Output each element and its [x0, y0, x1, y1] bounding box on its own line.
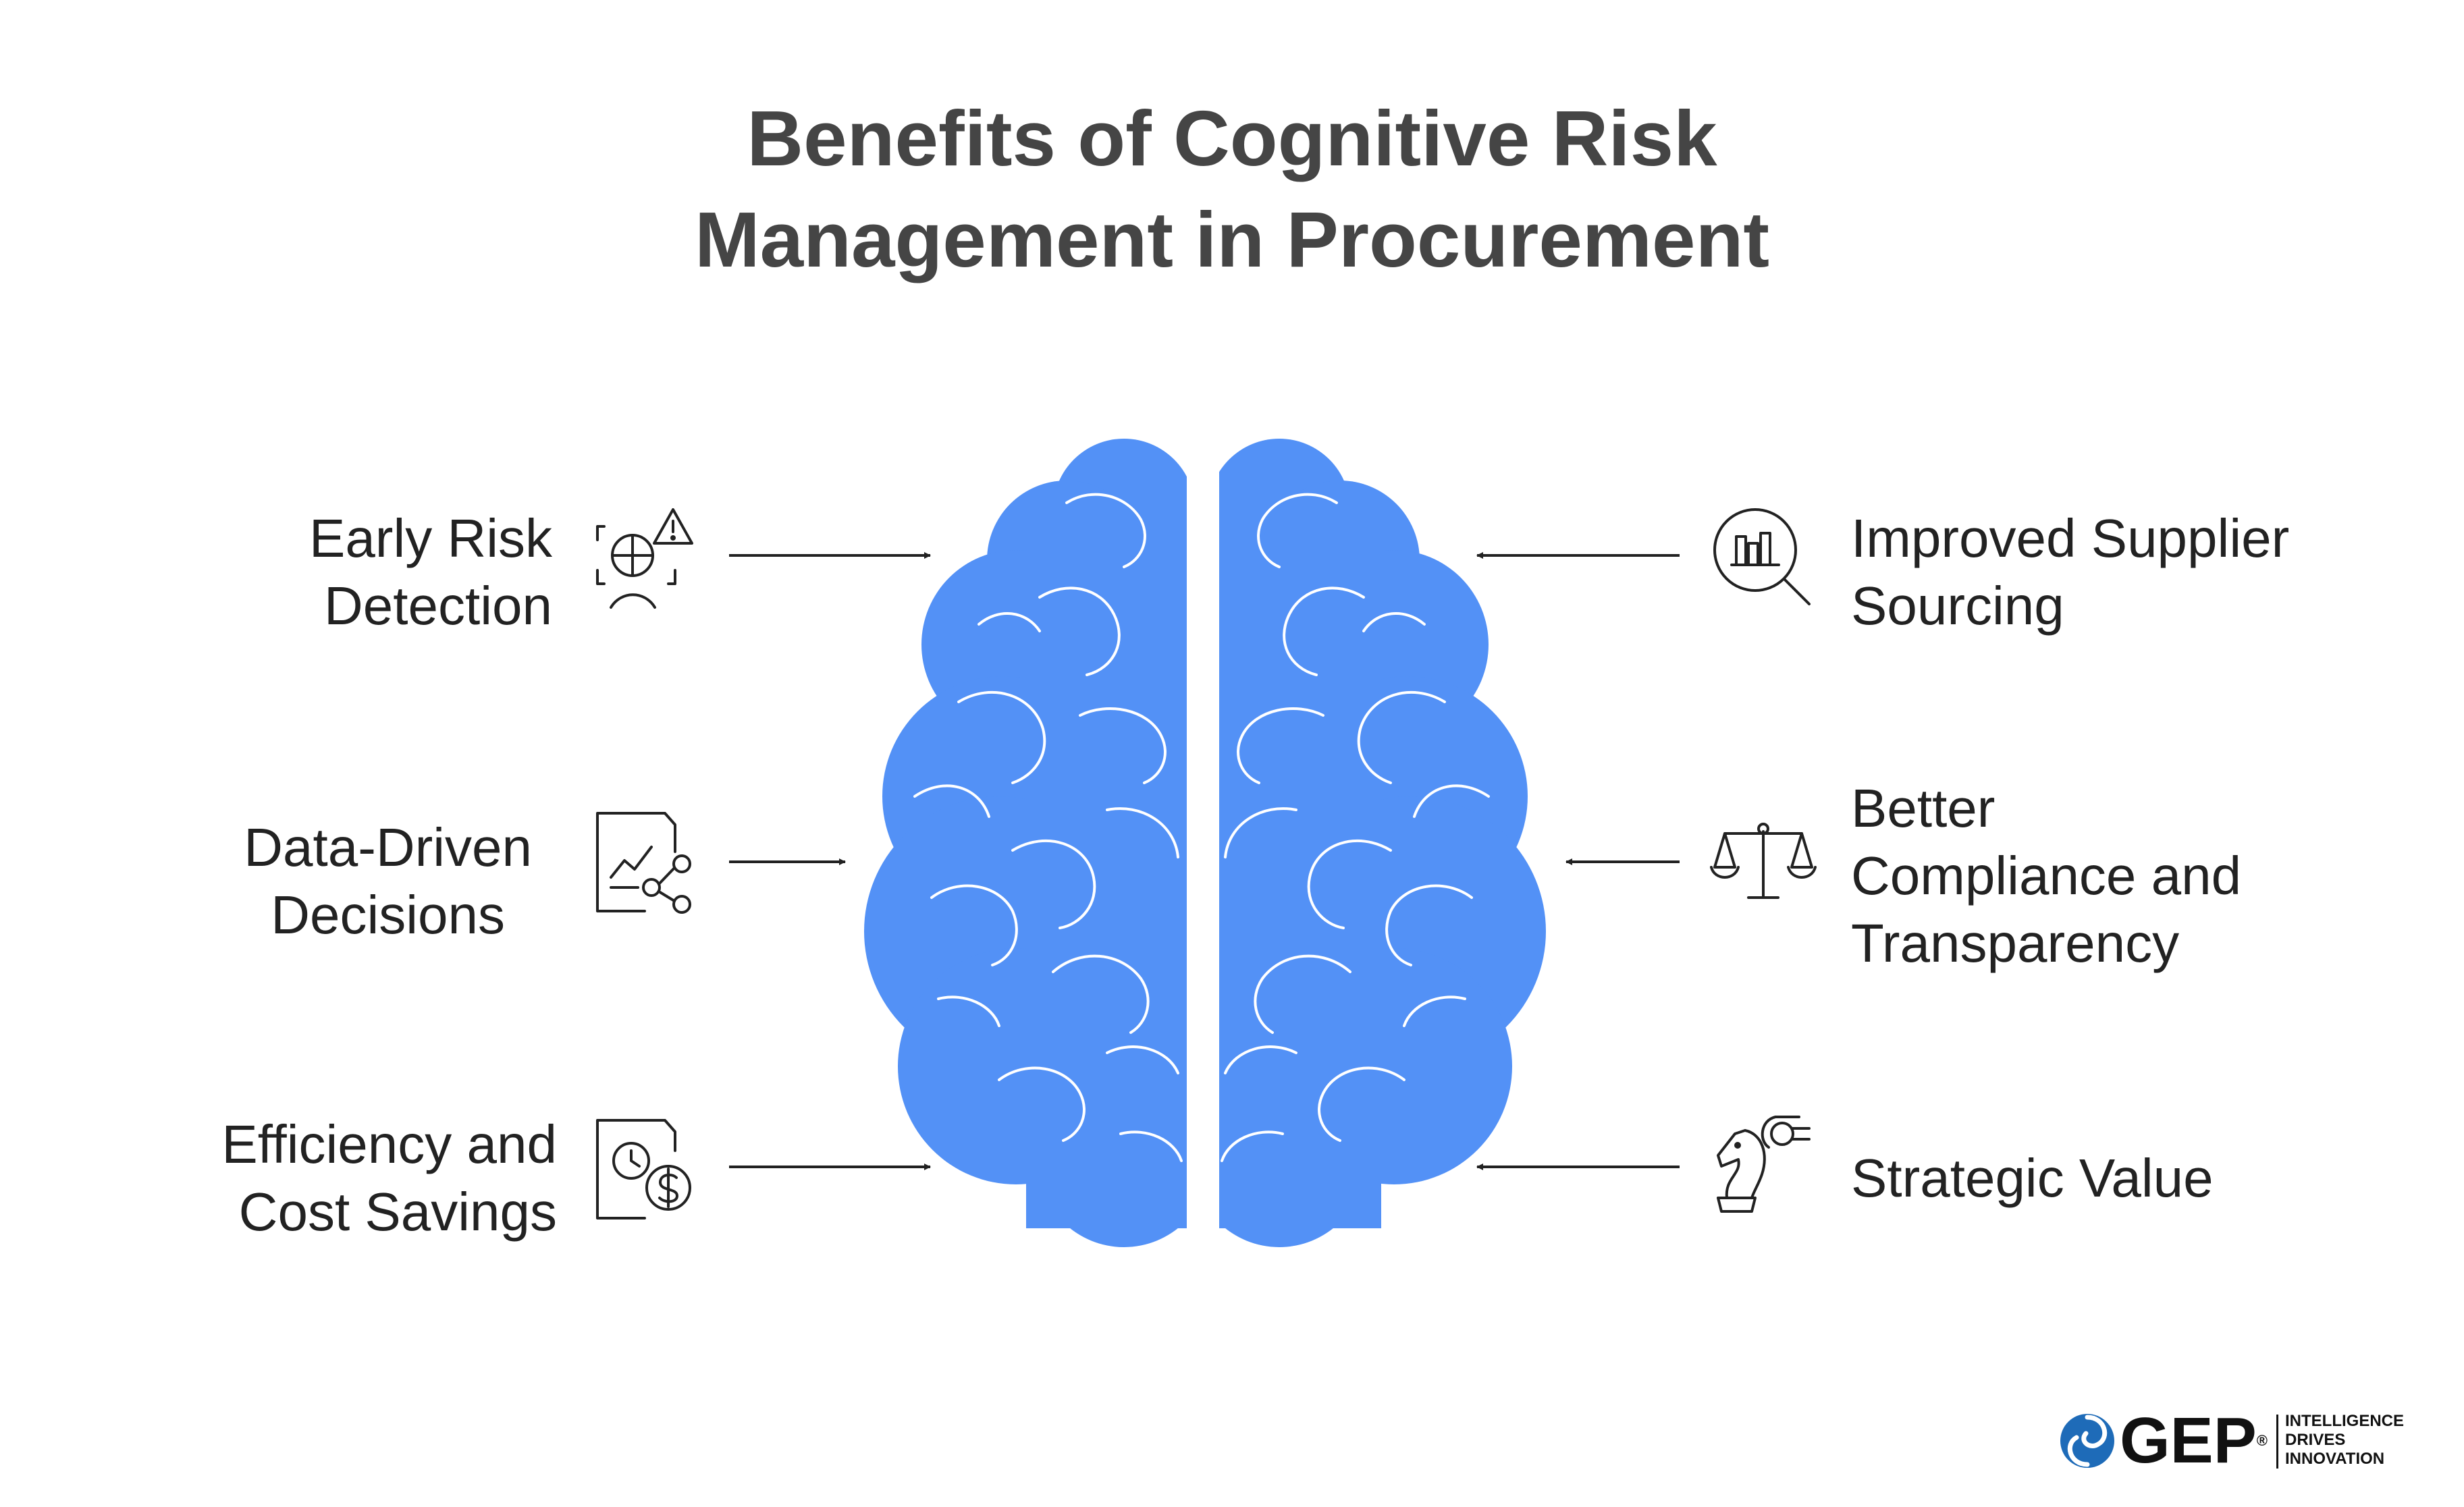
risk-detection-icon — [596, 508, 693, 609]
benefit-improved-supplier-sourcing: Improved Supplier Sourcing — [1851, 508, 2290, 636]
benefit-early-risk-detection: Early Risk Detection — [309, 508, 552, 636]
gep-swirl-logo-mark — [2060, 1414, 2114, 1468]
chess-knight-icon — [1717, 1116, 1811, 1213]
benefit-efficiency-cost-savings: Efficiency and Cost Savings — [221, 1114, 557, 1242]
title-line-2: Management in Procurement — [694, 196, 1770, 283]
connector-arrows — [729, 552, 1680, 1170]
benefit-strategic-value: Strategic Value — [1851, 1148, 2214, 1208]
scales-icon — [1710, 823, 1817, 899]
benefit-compliance-transparency: Better Compliance and Transparency — [1851, 778, 2242, 973]
gep-logo-wordmark: GEP® — [2120, 1404, 2268, 1477]
supplier-search-icon — [1713, 508, 1811, 605]
title-line-1: Benefits of Cognitive Risk — [747, 94, 1717, 182]
logo-divider — [2276, 1415, 2278, 1469]
data-chart-icon — [596, 812, 691, 914]
benefit-data-driven-decisions: Data-Driven Decisions — [244, 817, 532, 945]
brain-left-hemisphere — [864, 439, 1187, 1247]
registered-mark: ® — [2256, 1432, 2268, 1449]
brain-right-hemisphere — [1219, 439, 1546, 1247]
cost-savings-icon — [596, 1119, 691, 1220]
page-title: Benefits of Cognitive Risk Management in… — [0, 88, 2464, 290]
logo-tagline: INTELLIGENCE DRIVES INNOVATION — [2285, 1412, 2405, 1468]
